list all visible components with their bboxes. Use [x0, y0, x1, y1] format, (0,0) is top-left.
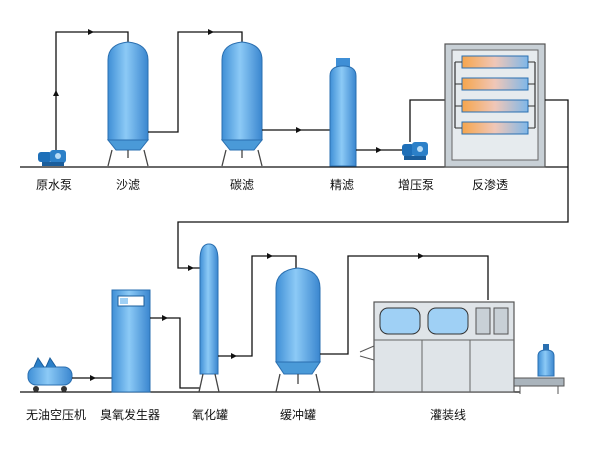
pipe-oxidation-to-buffer	[218, 255, 297, 357]
reverse-osmosis-unit	[444, 43, 546, 168]
label-sand-filter: 沙滤	[116, 178, 141, 192]
buffer-tank	[275, 267, 321, 393]
precision-filter-tank	[329, 58, 357, 167]
ro-membrane-4	[461, 121, 529, 135]
label-oil-free-compressor: 无油空压机	[26, 408, 87, 422]
pipe-ro-to-oxidation	[177, 99, 569, 269]
oxidation-tank	[198, 243, 220, 393]
ro-membrane-3	[461, 99, 529, 113]
pipe-ozone-to-oxidation	[150, 317, 200, 389]
pipe-sand-to-carbon	[148, 31, 243, 133]
carbon-filter-tank	[220, 41, 264, 167]
filling-line-machine	[359, 301, 565, 394]
pipe-buffer-to-filling	[320, 255, 489, 355]
label-carbon-filter: 碳滤	[230, 178, 255, 192]
pipe-booster-to-ro	[409, 99, 452, 142]
label-filling-line: 灌装线	[430, 408, 467, 422]
label-reverse-osmosis: 反渗透	[472, 178, 509, 192]
label-raw-water-pump: 原水泵	[36, 178, 73, 192]
sand-filter-tank	[106, 41, 150, 167]
label-buffer-tank: 缓冲罐	[280, 408, 317, 422]
water-bottle-icon	[537, 344, 555, 377]
ro-membrane-1	[461, 55, 529, 69]
ro-membrane-2	[461, 77, 529, 91]
raw-water-pump-icon	[38, 150, 66, 166]
label-booster-pump: 增压泵	[398, 178, 435, 192]
ozone-generator-cabinet	[111, 289, 151, 393]
label-oxidation-tank: 氧化罐	[192, 408, 229, 422]
booster-pump-icon	[402, 142, 428, 160]
oil-free-compressor-icon	[27, 356, 73, 392]
label-ozone-generator: 臭氧发生器	[100, 408, 161, 422]
label-precision-filter: 精滤	[330, 178, 355, 192]
